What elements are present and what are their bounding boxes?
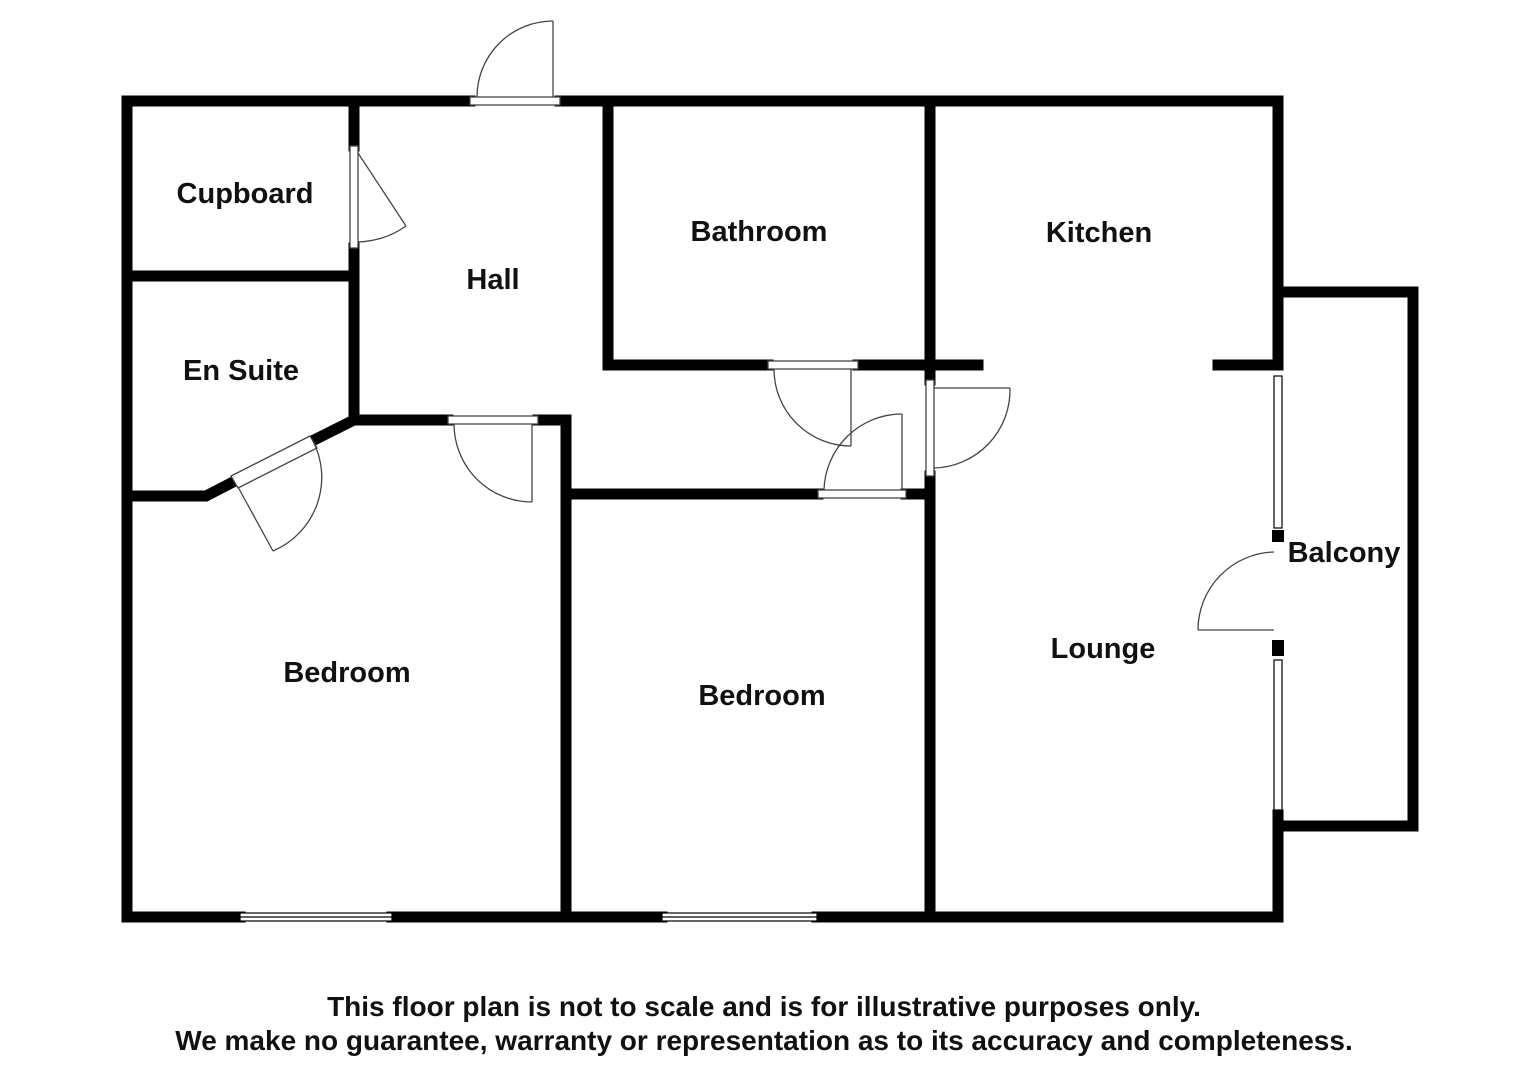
room-label-cupboard: Cupboard	[177, 178, 314, 210]
door-lounge	[925, 379, 1011, 477]
room-label-bedroom-2: Bedroom	[698, 680, 825, 712]
disclaimer: This floor plan is not to scale and is f…	[0, 990, 1528, 1058]
door-en-suite	[230, 435, 323, 552]
door-balcony	[1197, 551, 1275, 631]
door-bathroom	[767, 360, 859, 447]
wall-en-suite-bottom	[121, 473, 243, 502]
wall-en-suite-angle	[306, 414, 454, 448]
window-lounge-upper	[1273, 375, 1283, 529]
disclaimer-line-1: This floor plan is not to scale and is f…	[327, 991, 1201, 1022]
floor-plan-diagram: Cupboard Hall Bathroom Kitchen En Suite …	[121, 20, 1419, 923]
windows	[239, 375, 1283, 922]
doors	[230, 20, 1275, 631]
balcony-door-posts	[1272, 530, 1284, 656]
window-lounge-lower	[1273, 659, 1283, 811]
walls	[121, 95, 1419, 923]
room-label-bedroom-1: Bedroom	[283, 657, 410, 689]
balcony-wall	[1272, 286, 1419, 832]
disclaimer-line-2: We make no guarantee, warranty or repres…	[175, 1025, 1353, 1056]
door-bedroom1	[447, 415, 539, 503]
room-labels: Cupboard Hall Bathroom Kitchen En Suite …	[177, 178, 1401, 712]
door-bedroom2	[817, 413, 907, 499]
room-label-kitchen: Kitchen	[1046, 217, 1152, 249]
door-cupboard	[349, 145, 407, 249]
room-label-balcony: Balcony	[1288, 537, 1401, 569]
room-label-bathroom: Bathroom	[691, 216, 828, 248]
room-label-hall: Hall	[466, 264, 519, 296]
room-label-en-suite: En Suite	[183, 355, 299, 387]
door-entrance	[469, 20, 561, 106]
room-label-lounge: Lounge	[1051, 633, 1156, 665]
